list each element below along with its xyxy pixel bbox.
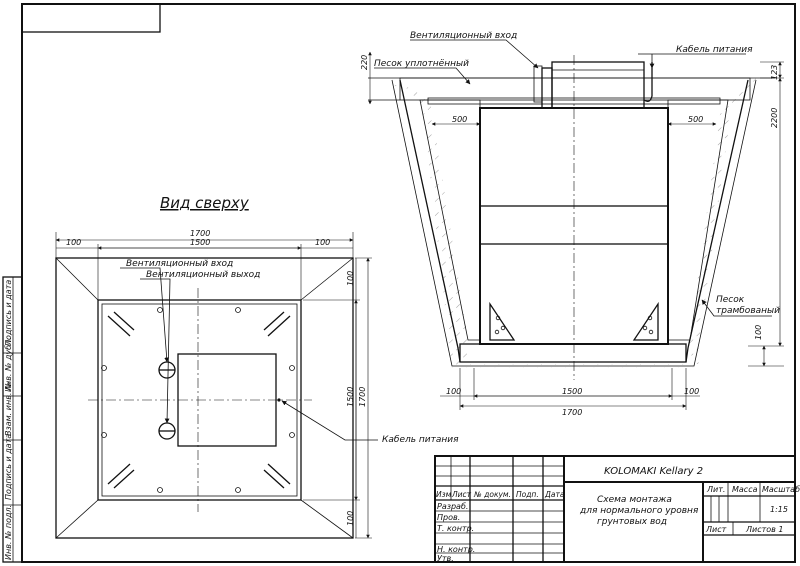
- strip-dup-inv: Инв. № дубл.: [4, 337, 13, 392]
- strip-sign-date-1: Подпись и дата: [4, 280, 13, 346]
- title-desc-3: грунтовых вод: [597, 517, 667, 527]
- section-dim-bottom-height: 100: [754, 325, 763, 340]
- vent-outlet-pipe-icon: [158, 422, 176, 440]
- top-vent-inlet-label: Вентиляционный вход: [126, 259, 233, 269]
- title-product: KOLOMAKI Kellary 2: [604, 466, 703, 477]
- vent-inlet-pipe-icon: [158, 361, 176, 379]
- sheet-frame: [2, 3, 796, 563]
- top-dim-bottom-margin: 100: [346, 511, 355, 526]
- header-sign: Подп.: [516, 490, 539, 499]
- section-power-cable-label: Кабель питания: [676, 45, 753, 55]
- section-dim-right-top: 123: [770, 65, 779, 80]
- section-tamped-sand-label-1: Песок: [716, 295, 745, 305]
- section-dim-height: 2200: [770, 108, 779, 128]
- section-dim-gap-left: 500: [452, 115, 467, 124]
- strip-sign-date-2: Подпись и дата: [4, 434, 13, 500]
- section-dim-base-total: 1700: [562, 408, 582, 417]
- section-tamped-sand-label-2: трамбованый: [716, 306, 780, 316]
- title-desc-1: Схема монтажа: [597, 495, 672, 505]
- left-anchor-bracket-icon: [489, 301, 516, 341]
- top-view: Вид сверху: [55, 194, 459, 539]
- info-sheets-count: Листов 1: [745, 525, 784, 534]
- role-developer: Разраб.: [437, 502, 468, 511]
- right-anchor-bracket-icon: [632, 301, 659, 341]
- title-block: KOLOMAKI Kellary 2 Схема монтажа для нор…: [434, 455, 800, 563]
- info-sheet-label: Лист: [705, 525, 727, 534]
- info-scale: Масштаб: [762, 485, 800, 494]
- section-dim-base-right: 100: [684, 387, 699, 396]
- title-desc-2: для нормального уровня: [579, 506, 699, 516]
- section-compacted-sand-label: Песок уплотнённый: [374, 59, 469, 69]
- top-dim-left-margin: 100: [66, 238, 81, 247]
- top-dim-overall-height: 1700: [358, 387, 367, 407]
- role-norm-control: Н. контр.: [437, 545, 475, 554]
- role-checker: Пров.: [437, 513, 460, 522]
- top-dim-right-margin: 100: [315, 238, 330, 247]
- section-view: Вентиляционный вход Кабель питания Песок…: [360, 31, 784, 417]
- role-approver: Утв.: [437, 554, 454, 563]
- header-doc: № докум.: [473, 490, 511, 499]
- section-dim-base-left: 100: [446, 387, 461, 396]
- info-mass: Масса: [732, 485, 758, 494]
- top-dim-inner-height: 1500: [346, 387, 355, 407]
- left-strip: Подпись и дата Инв. № дубл. Взам. инв. №…: [4, 280, 13, 560]
- strip-repl-inv: Взам. инв. №: [4, 382, 13, 436]
- top-view-title: Вид сверху: [160, 194, 250, 212]
- section-dim-left-top: 220: [360, 55, 369, 70]
- role-tech-control: Т. контр.: [437, 524, 474, 533]
- section-dim-gap-right: 500: [688, 115, 703, 124]
- top-dim-inner-width: 1500: [190, 238, 210, 247]
- top-vent-outlet-label: Вентиляционный выход: [146, 270, 260, 280]
- top-power-cable-label: Кабель питания: [382, 435, 459, 445]
- info-scale-value: 1:15: [770, 505, 788, 514]
- header-change: Изм: [436, 490, 452, 499]
- info-letter: Лит.: [706, 485, 725, 494]
- header-date: Дата: [544, 490, 565, 499]
- strip-orig-inv: Инв. № подл.: [4, 505, 13, 560]
- top-dim-overall-width: 1700: [190, 229, 210, 238]
- section-dim-base-mid: 1500: [562, 387, 582, 396]
- section-vent-inlet-label: Вентиляционный вход: [410, 31, 517, 41]
- header-sheet: Лист: [451, 490, 472, 499]
- top-dim-top-margin: 100: [346, 271, 355, 286]
